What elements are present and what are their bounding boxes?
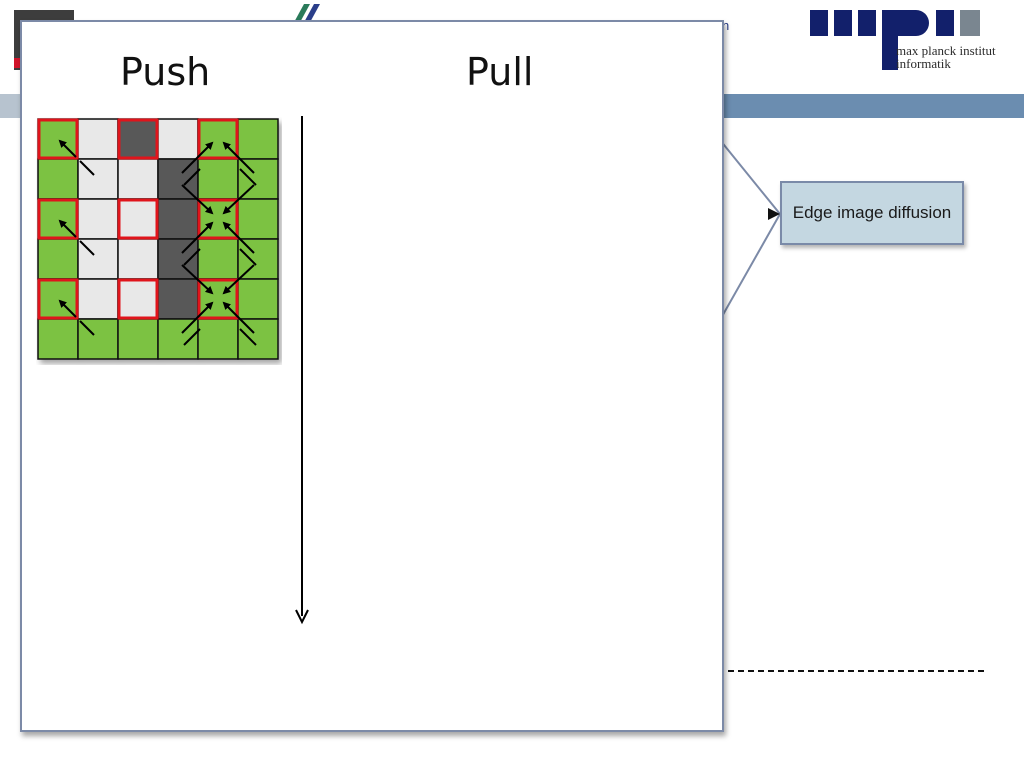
grid-cell [157, 198, 199, 240]
diffusion-arrow [222, 141, 255, 174]
grid-cell [77, 278, 119, 320]
grid-cell [237, 198, 279, 240]
highlighted-cell [117, 278, 159, 320]
diffusion-arrow [181, 264, 214, 295]
highlighted-cell [37, 118, 79, 160]
diffusion-stroke [239, 328, 257, 346]
grid-cell [237, 158, 279, 200]
grid-cell [117, 118, 159, 160]
grid-cell [197, 318, 239, 360]
down-arrow-icon [295, 116, 309, 625]
diffusion-arrow [181, 301, 214, 334]
grid-cell [157, 318, 199, 360]
grid-cell [157, 278, 199, 320]
grid-cell [197, 158, 239, 200]
grid-cell [117, 278, 159, 320]
grid-cell [117, 318, 159, 360]
grid-cell [237, 318, 279, 360]
diffusion-arrow [222, 301, 255, 334]
diffusion-arrow [222, 264, 255, 295]
diffusion-arrow [222, 221, 255, 254]
pull-title: Pull [466, 50, 534, 94]
diffusion-stroke [239, 168, 257, 186]
diffusion-stroke [79, 160, 95, 176]
push-title: Push [120, 50, 211, 94]
highlighted-cell [197, 118, 239, 160]
grid-cell [197, 118, 239, 160]
grid-cell [237, 278, 279, 320]
grid-cell [157, 118, 199, 160]
header-band-left [0, 94, 22, 118]
diffusion-stroke [239, 248, 257, 266]
mpi-line-1: max planck institut [896, 43, 996, 58]
diffusion-arrow [58, 219, 77, 238]
diffusion-stroke [183, 328, 201, 346]
highlighted-cell [37, 278, 79, 320]
grid-cell [77, 198, 119, 240]
mpi-logo-icon [810, 10, 980, 70]
grid-cell [117, 238, 159, 280]
grid-cell [117, 198, 159, 240]
callout-box: Edge image diffusion [780, 181, 964, 245]
grid-cell [237, 118, 279, 160]
highlighted-cell [37, 198, 79, 240]
diffusion-stroke [183, 248, 201, 266]
grid-cell [37, 318, 79, 360]
mpi-logo-text: max planck institut informatik [896, 44, 996, 70]
grid-cell [117, 158, 159, 200]
header-text-fragment: n [722, 18, 730, 33]
highlighted-cell [197, 278, 239, 320]
grid-cell [237, 238, 279, 280]
grid-cell [37, 158, 79, 200]
highlighted-cell [117, 198, 159, 240]
diffusion-arrow [181, 221, 214, 254]
highlighted-cell [117, 118, 159, 160]
diffusion-stroke [183, 168, 201, 186]
grid-cell [197, 238, 239, 280]
diffusion-arrow [58, 299, 77, 318]
pixel-grid [37, 118, 279, 360]
university-logo-accent [14, 58, 22, 68]
highlighted-cell [197, 198, 239, 240]
diffusion-arrow [58, 139, 77, 158]
grid-cell [77, 118, 119, 160]
diffusion-arrow [181, 141, 214, 174]
diffusion-arrow [181, 184, 214, 215]
diffusion-stroke [79, 320, 95, 336]
diffusion-stroke [79, 240, 95, 256]
diffusion-arrow [222, 184, 255, 215]
grid-cell [37, 238, 79, 280]
mpi-line-2: informatik [896, 56, 951, 71]
dashed-divider [728, 670, 984, 672]
